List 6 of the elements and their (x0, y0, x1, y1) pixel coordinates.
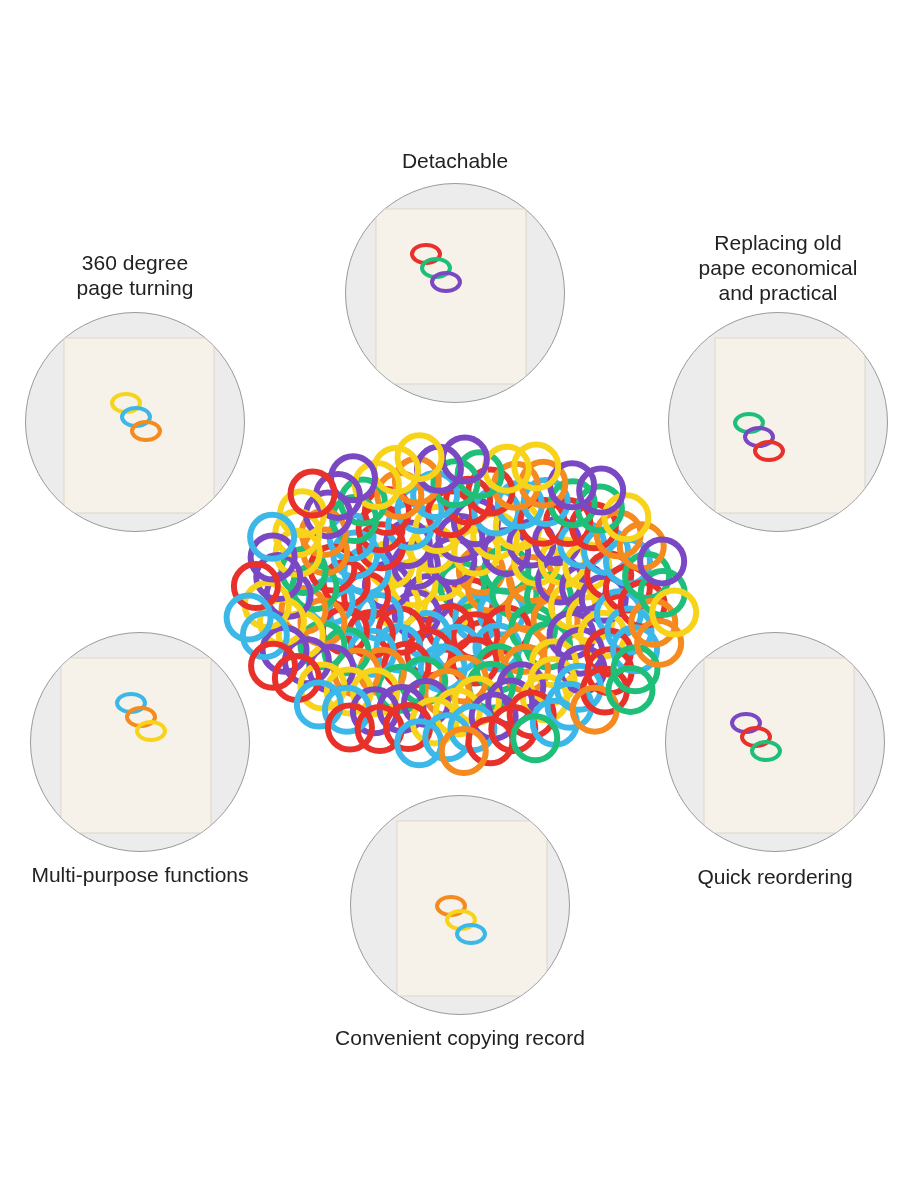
node-label: Convenient copying record (334, 1025, 586, 1050)
node-label: 360 degree page turning (75, 250, 195, 300)
node-label: Replacing old pape economical and practical (697, 230, 859, 305)
node-label: Detachable (400, 148, 510, 173)
node-label: Multi-purpose functions (30, 862, 250, 887)
node-label: Quick reordering (696, 864, 854, 889)
